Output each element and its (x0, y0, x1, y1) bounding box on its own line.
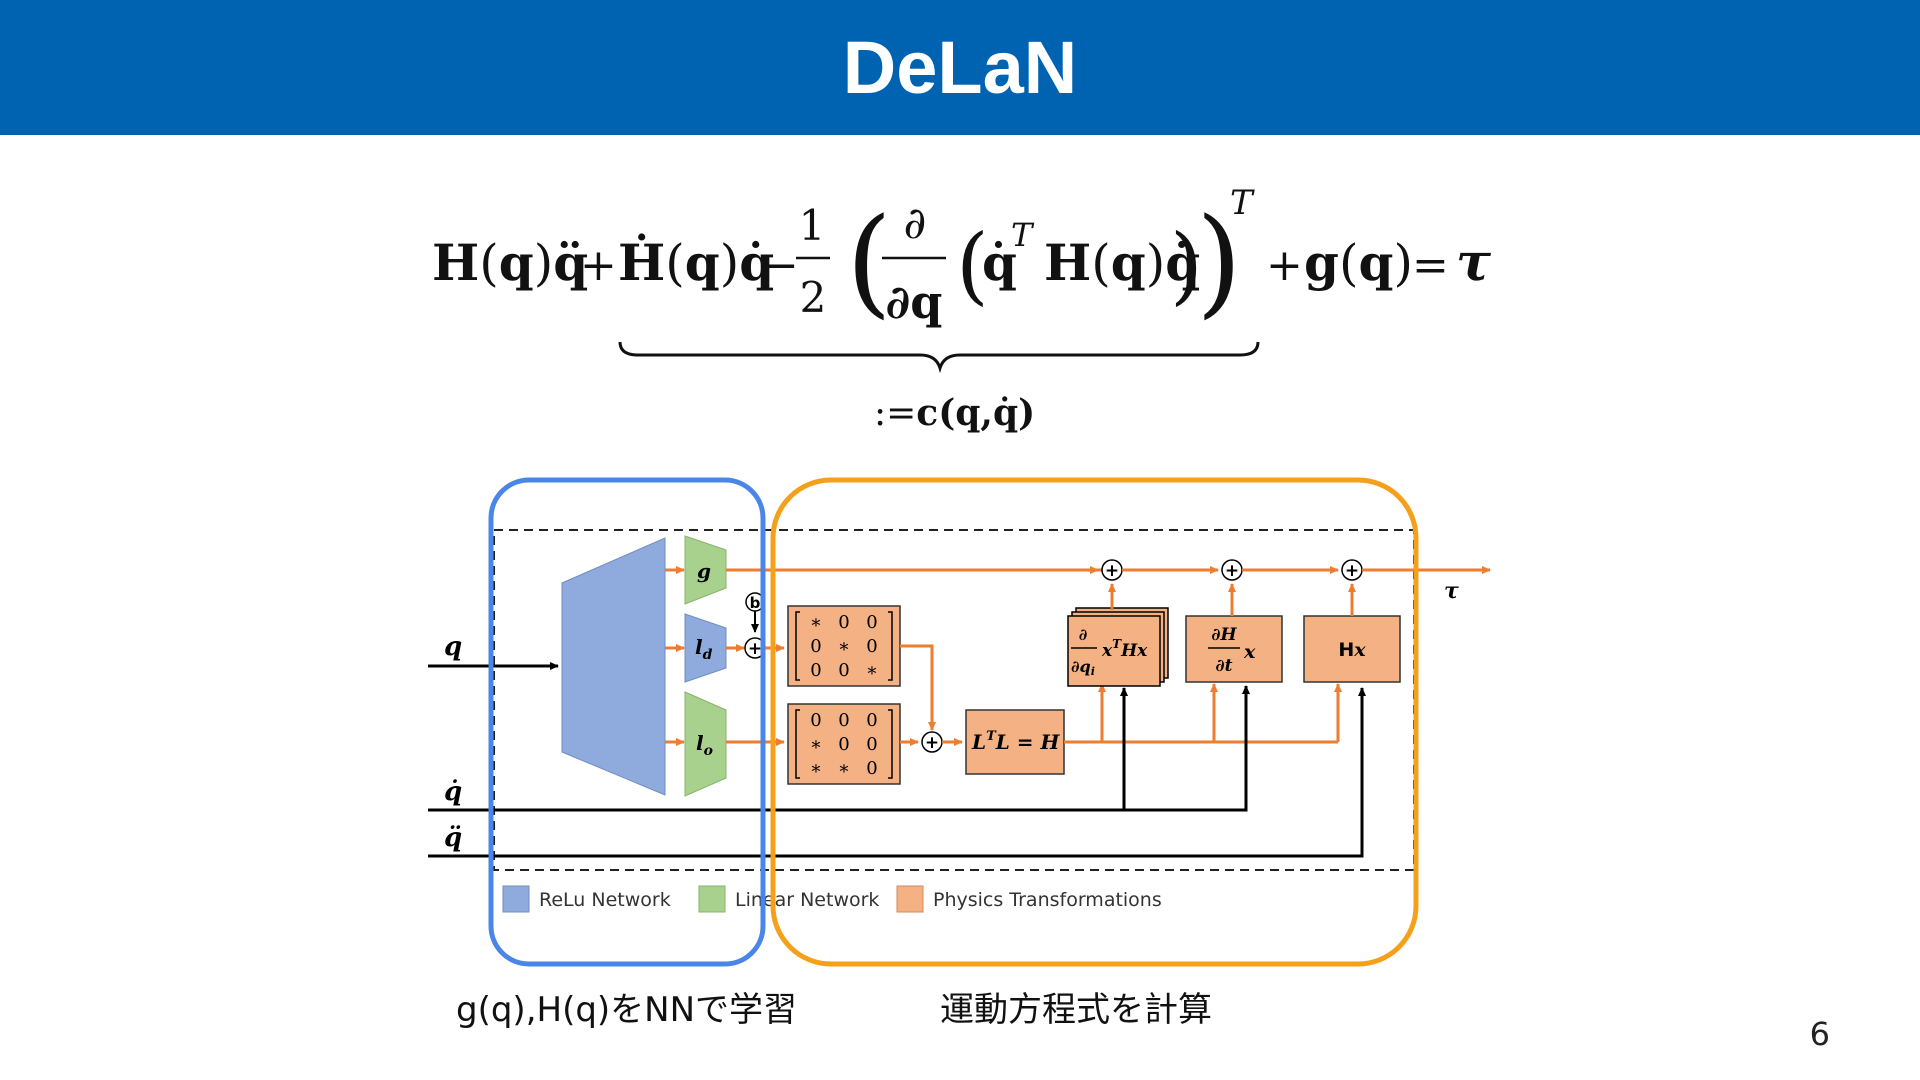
matrix-diag-cell: 0 (810, 636, 821, 657)
legend-label-physics: Physics Transformations (933, 889, 1162, 911)
dqxhx-block (1067, 615, 1161, 687)
input-qdd-label: q̈ (444, 823, 462, 853)
tau-output-label: τ (1444, 578, 1459, 604)
matrix-lower-cell: 0 (866, 758, 877, 779)
linear-head-g (684, 535, 727, 605)
eq-outer-transpose: T (1230, 183, 1255, 223)
eq-half-numerator: 1 (799, 201, 826, 250)
matrix-lower-cell: 0 (866, 710, 877, 731)
matrix-diag-cell: 0 (838, 612, 849, 633)
dqxhx-denominator: ∂qi (1071, 657, 1095, 678)
eq-plus-1: + (580, 240, 617, 291)
matrix-lower-cell: ∗ (810, 734, 822, 755)
eq-equals: = (1412, 240, 1449, 291)
matrix-diag-cell: ∗ (866, 660, 878, 681)
matrix-diag-cell: 0 (838, 660, 849, 681)
matrix-lower-cell: ∗ (810, 758, 822, 779)
sum-node-matrices-plus: + (925, 733, 939, 753)
eq-qd-transpose: q̇ (982, 233, 1017, 292)
dhdt-denominator: ∂t (1216, 656, 1233, 676)
linear-head-lo (684, 691, 727, 797)
eq-transpose-mark: T (1011, 216, 1035, 254)
eq-underbrace (618, 341, 1260, 374)
ltl-block (965, 709, 1065, 775)
input-qd-label: q̇ (444, 777, 462, 807)
matrix-diag-cell: 0 (866, 612, 877, 633)
dqxhx-body: xTHx (1101, 637, 1148, 661)
title-bar (0, 0, 1920, 135)
legend-swatch-linear (698, 885, 726, 913)
eq-partial-numerator: ∂ (904, 198, 927, 249)
eq-big-lparen: ( (846, 192, 892, 330)
eq-brace-label: :=c(q,q̇) (874, 392, 1035, 434)
nn-highlight-frame (488, 477, 766, 967)
dhdt-block (1185, 615, 1283, 683)
eq-half-denominator: 2 (800, 273, 827, 322)
eq-partial-denominator: ∂q (886, 275, 943, 329)
hx-label: Hx (1338, 639, 1366, 661)
matrix-diag-cell: 0 (866, 636, 877, 657)
sum-node-top-2-plus: + (1225, 561, 1239, 581)
head-g-label: g (697, 559, 711, 583)
equation-of-motion: H(q)q̈ + Ḣ(q)q̇ − 1 2 ( ∂ ∂q ( q̇ T H(q)… (432, 183, 1492, 434)
legend-swatch-relu (502, 885, 530, 913)
eq-term-hq-qd: H(q)q̇ (1044, 233, 1200, 292)
eq-plus-2: + (1266, 240, 1303, 291)
legend-swatch-physics (896, 885, 924, 913)
matrix-lower-cell: 0 (838, 734, 849, 755)
eq-term-hdq-qd: Ḣ(q)q̇ (618, 232, 774, 292)
caption-equation-of-motion: 運動方程式を計算 (940, 990, 1212, 1030)
diagram-legend: ReLu Network Linear Network Physics Tran… (502, 885, 1162, 913)
input-qdd-line (428, 687, 1366, 858)
eq-inner-lparen: ( (956, 216, 989, 314)
dhdt-numerator: ∂H (1211, 625, 1237, 645)
diag-to-sum-arrow (900, 644, 936, 731)
head-lo-label: lo (696, 731, 713, 759)
sum-node-top-1-plus: + (1105, 561, 1119, 581)
physics-highlight-frame (770, 477, 1419, 967)
caption-nn-learning: g(q),H(q)をNNで学習 (456, 990, 798, 1030)
matrix-lower-cell: 0 (866, 734, 877, 755)
dhdt-x: x (1243, 641, 1256, 663)
matrix-diag-cell: ∗ (838, 636, 850, 657)
matrix-lower-cell: 0 (810, 710, 821, 731)
eq-tau: τ (1456, 232, 1492, 293)
input-q-label: q (444, 632, 462, 662)
matrix-diag-cell: ∗ (810, 612, 822, 633)
legend-label-linear: Linear Network (735, 889, 879, 911)
eq-term-hq-qdd: H(q)q̈ (432, 233, 588, 292)
legend-label-relu: ReLu Network (539, 889, 671, 911)
page-number: 6 (1809, 1015, 1830, 1053)
eq-term-gq: g(q) (1304, 233, 1413, 292)
eq-big-rparen: ) (1196, 192, 1242, 330)
eq-minus: − (762, 240, 799, 291)
hx-block (1303, 615, 1401, 683)
slide-title: DeLaN (842, 26, 1078, 109)
bias-label: b (750, 594, 761, 612)
matrix-lower-cell: 0 (838, 710, 849, 731)
sum-node-bias-plus: + (748, 639, 762, 659)
sum-node-top-3-plus: + (1345, 561, 1359, 581)
head-ld-label: ld (695, 635, 713, 663)
matrix-lower-cell: ∗ (838, 758, 850, 779)
matrix-diag-cell: 0 (810, 660, 821, 681)
relu-network-block (561, 537, 666, 796)
dqxhx-numerator: ∂ (1079, 625, 1088, 644)
ltl-label: LTL = H (971, 729, 1060, 754)
relu-head-ld (684, 613, 727, 683)
eq-inner-rparen: ) (1170, 216, 1203, 314)
